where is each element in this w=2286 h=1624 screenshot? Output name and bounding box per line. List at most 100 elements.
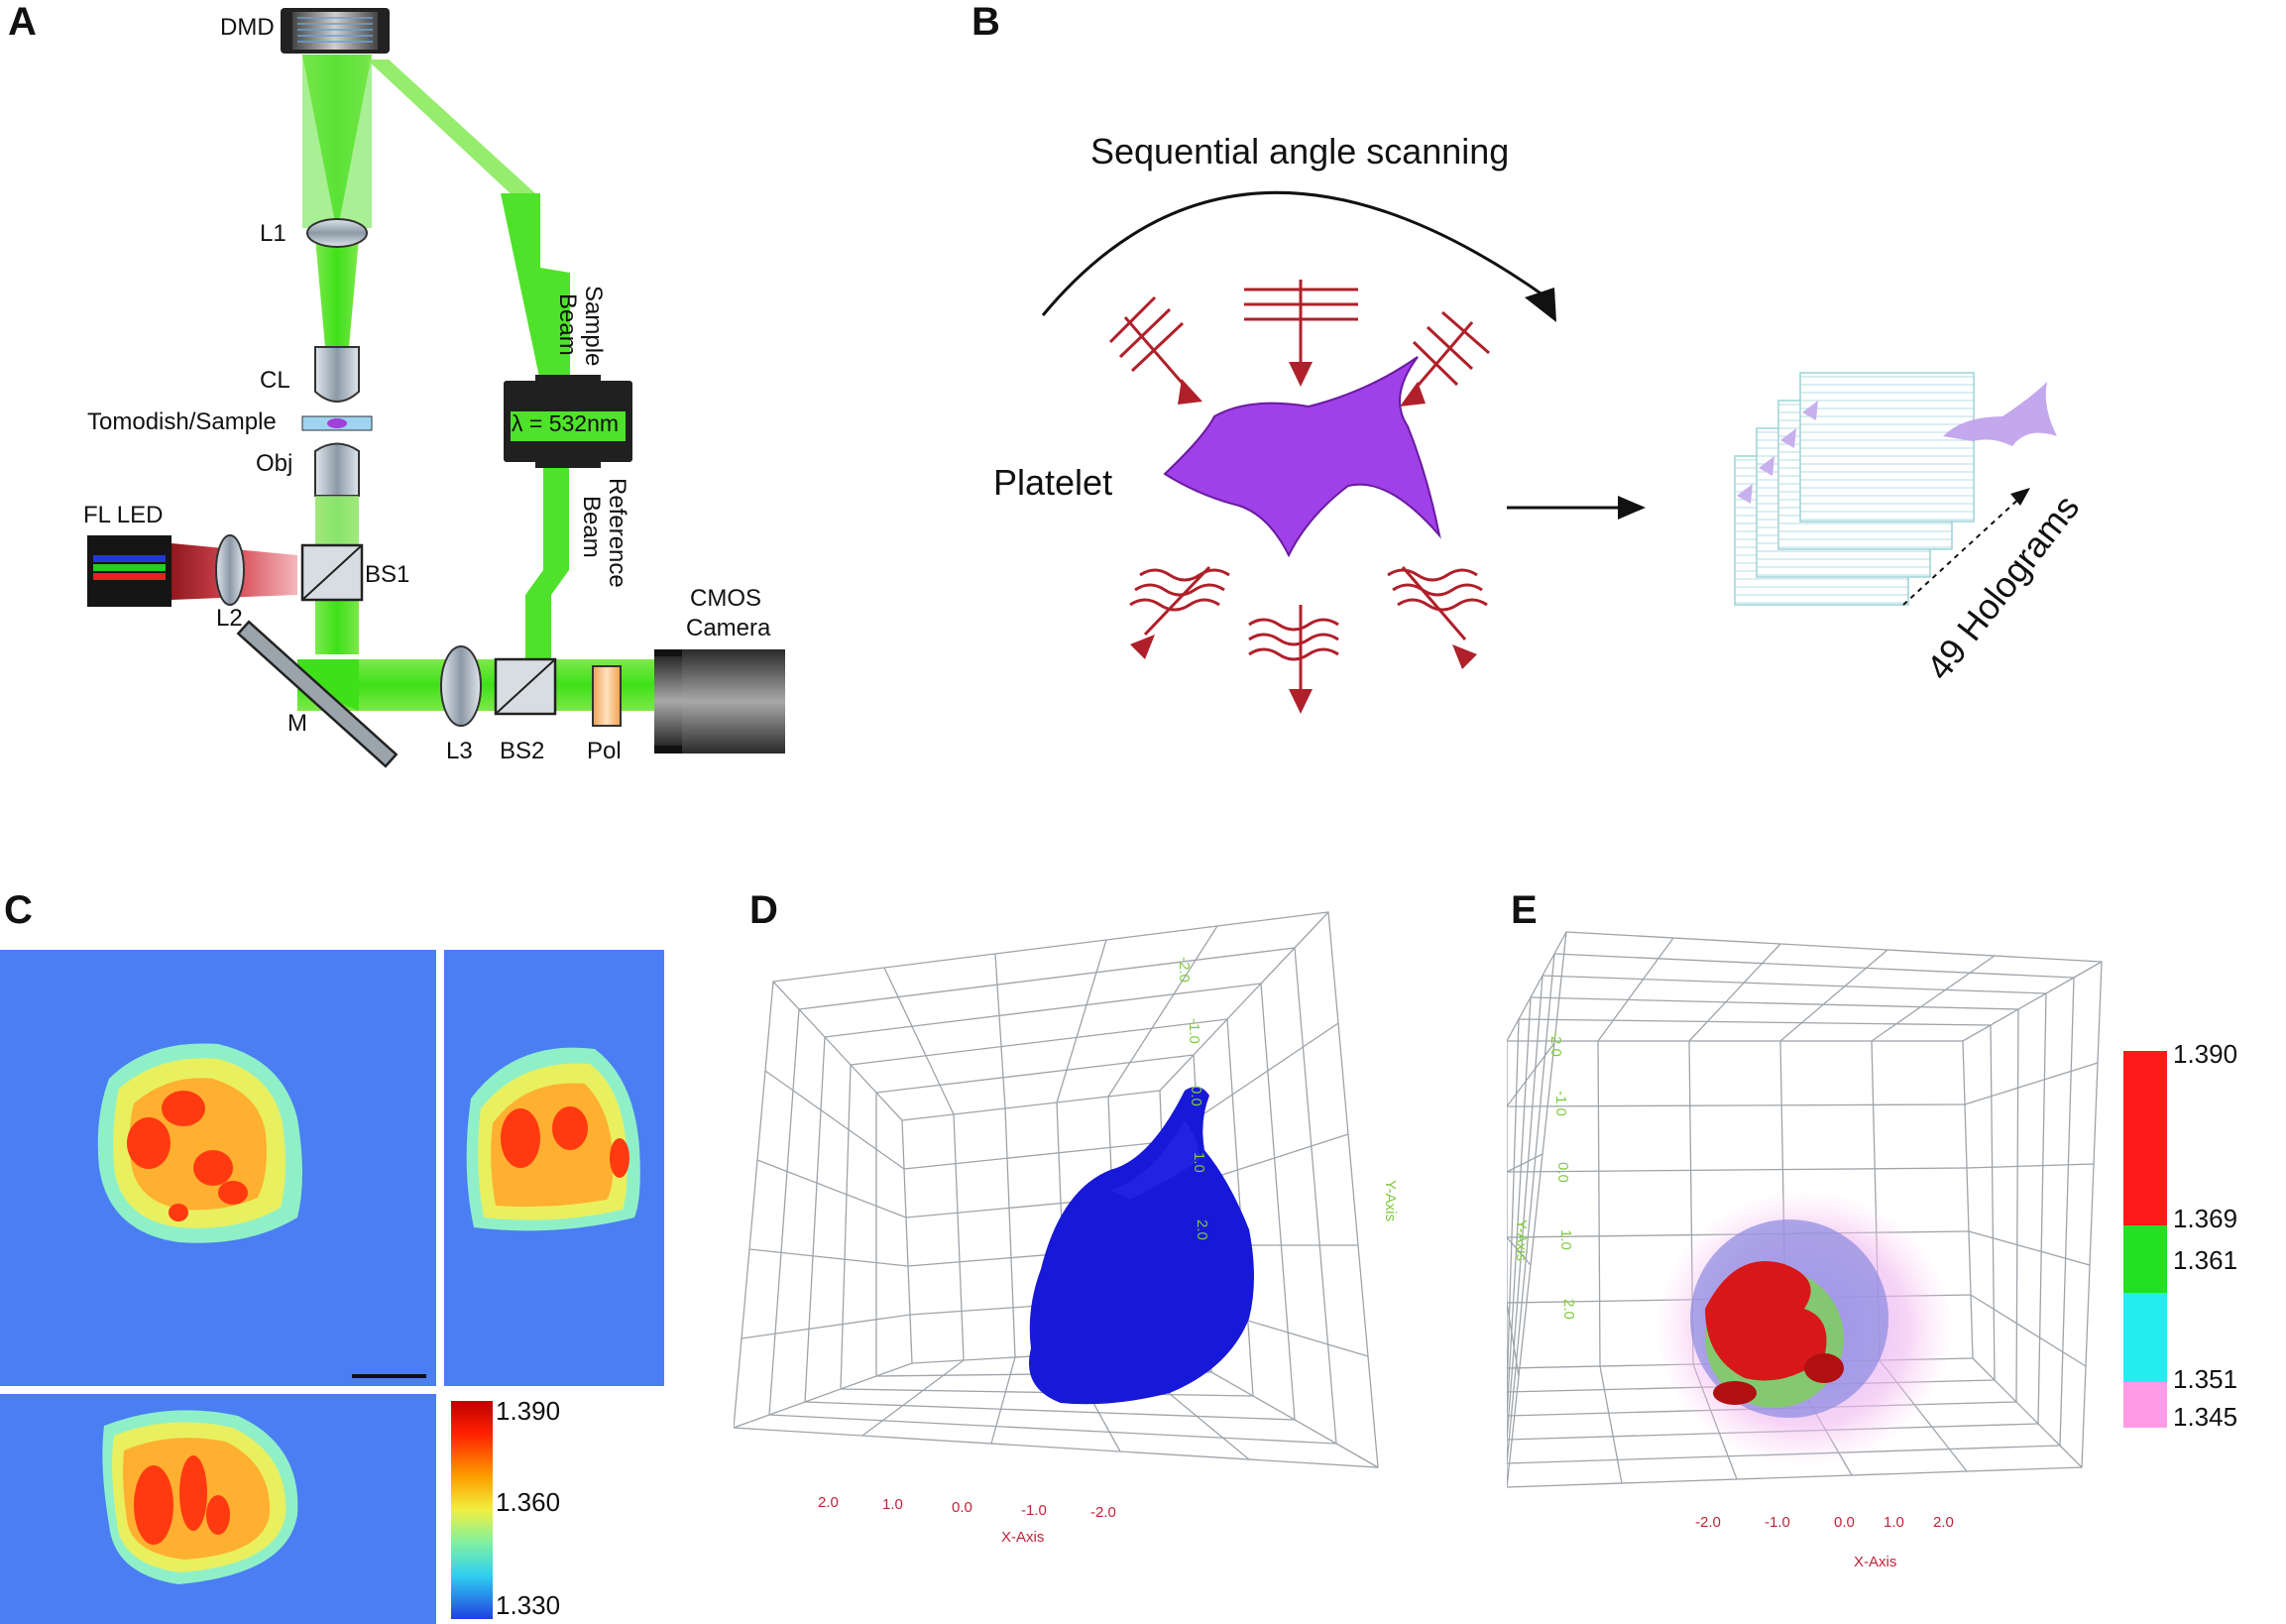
grid-line	[1226, 1018, 1254, 1397]
hologram-platelet-mark	[1780, 428, 1796, 448]
axis-tick-label: -1.0	[1186, 1018, 1202, 1044]
axis-tick-label: 2.0	[818, 1494, 839, 1511]
grid-line	[2059, 977, 2075, 1447]
grid-line	[798, 947, 1296, 1010]
c-colorbar-mid: 1.360	[496, 1487, 561, 1517]
grid-line	[1507, 1018, 1520, 1393]
grid-line	[850, 1018, 1228, 1066]
grid-line	[1507, 1167, 1968, 1173]
label-pol: Pol	[587, 738, 622, 764]
label-dmd: DMD	[220, 14, 275, 41]
grid-line	[1260, 983, 1296, 1421]
grid-line	[903, 1141, 1163, 1170]
grid-line	[1507, 953, 1555, 1464]
panel-letter-d: D	[749, 888, 778, 932]
axis-tick-label: -2.0	[1695, 1514, 1721, 1531]
grid-line	[1542, 975, 2047, 994]
ri-map-views	[0, 950, 664, 1624]
laser-source	[504, 375, 632, 468]
grid-line	[1553, 953, 2075, 979]
e-colorbar-lbl-4: 1.345	[2173, 1402, 2238, 1432]
grid-edge	[1507, 931, 1567, 1042]
grid-line	[2037, 992, 2047, 1425]
panel-letter-a: A	[8, 0, 37, 44]
grid-line	[764, 1070, 905, 1170]
axis-tick-label: 0.0	[952, 1499, 972, 1516]
grid-line	[953, 1113, 965, 1361]
grid-line	[990, 1356, 1016, 1445]
label-reference-beam-1: Reference	[604, 478, 630, 588]
grid-line	[1779, 949, 1888, 1042]
hologram-platelet	[1943, 382, 2057, 446]
d-y-axis-label: Y-Axis	[1382, 1180, 1399, 1221]
grid-line	[768, 1414, 1337, 1445]
label-sequential-scanning: Sequential angle scanning	[1090, 131, 1510, 172]
axis-tick-label: -2.0	[1176, 957, 1193, 983]
e-colorbar-red	[2123, 1051, 2167, 1225]
label-obj: Obj	[256, 450, 293, 477]
axis-tick-label: 0.0	[1834, 1514, 1855, 1531]
label-bs1: BS1	[365, 561, 410, 588]
e-colorbar	[2123, 1051, 2167, 1428]
grid-line	[1968, 1230, 2091, 1266]
hologram-sheet	[1799, 372, 1975, 522]
hologram-platelet-mark	[1802, 401, 1818, 420]
e-colorbar-pink	[2123, 1382, 2167, 1428]
grid-line	[1964, 1062, 2099, 1105]
grid-line	[1294, 947, 1337, 1445]
axis-tick-label: 1.0	[1191, 1152, 1207, 1173]
grid-line	[1507, 1153, 1543, 1173]
e-x-axis-label: X-Axis	[1854, 1554, 1896, 1570]
e-colorbar-green	[2123, 1225, 2167, 1293]
axis-tick-label: 1.0	[1557, 1229, 1574, 1250]
axis-tick-label: -1.0	[1021, 1502, 1047, 1519]
c-colorbar-max: 1.390	[496, 1396, 561, 1426]
axis-tick-label: 0.0	[1188, 1086, 1204, 1106]
grid-line	[804, 1401, 1296, 1421]
grid-line	[1507, 975, 1543, 1441]
cmos-camera	[654, 649, 785, 754]
axis-tick-label: 0.0	[1554, 1162, 1571, 1183]
label-l2: L2	[216, 605, 243, 632]
grid-edge	[1159, 911, 1329, 1092]
e-colorbar-cyan	[2123, 1293, 2167, 1382]
label-bs2: BS2	[500, 738, 545, 764]
grid-line	[768, 1008, 800, 1416]
fl-led-source	[87, 535, 171, 607]
grid-line	[756, 1159, 907, 1218]
e-colorbar-lbl-2: 1.361	[2173, 1245, 2238, 1275]
grid-line	[1530, 996, 2019, 1010]
d-x-axis-label: X-Axis	[1001, 1529, 1044, 1546]
label-camera: Camera	[686, 615, 771, 641]
label-laser-wavelength: λ = 532nm	[512, 410, 620, 436]
grid-edge	[1972, 1357, 2083, 1468]
panel-letter-e: E	[1511, 888, 1538, 932]
axis-tick-label: 1.0	[1884, 1514, 1904, 1531]
grid-line	[741, 1314, 911, 1339]
label-tomodish: Tomodish/Sample	[87, 408, 277, 435]
label-cl: CL	[260, 367, 290, 394]
label-fl-led: FL LED	[83, 502, 164, 528]
grid-line	[1597, 1040, 1601, 1367]
e-colorbar-lbl-0: 1.390	[2173, 1039, 2238, 1069]
label-sample-beam-2: Beam	[554, 293, 581, 356]
grid-line	[1004, 1107, 1016, 1358]
grid-edge	[1962, 961, 2103, 1042]
axis-tick-label: -1.0	[1765, 1514, 1790, 1531]
dmd-device	[281, 8, 390, 54]
grid-line	[824, 983, 1262, 1038]
grid-line	[1507, 1103, 1966, 1107]
axis-tick-label: 2.0	[1194, 1219, 1210, 1240]
grid-line	[875, 1054, 1195, 1094]
label-cmos: CMOS	[690, 585, 761, 612]
label-platelet: Platelet	[993, 462, 1113, 503]
e-colorbar-lbl-3: 1.351	[2173, 1364, 2238, 1394]
grid-line	[1688, 943, 1781, 1042]
hologram-platelet-mark	[1759, 456, 1774, 476]
grid-line	[804, 1036, 826, 1403]
grid-line	[1597, 937, 1674, 1042]
optical-setup-diagram	[87, 8, 785, 768]
grid-edge	[772, 981, 903, 1121]
panel-letter-b: B	[972, 0, 1000, 44]
